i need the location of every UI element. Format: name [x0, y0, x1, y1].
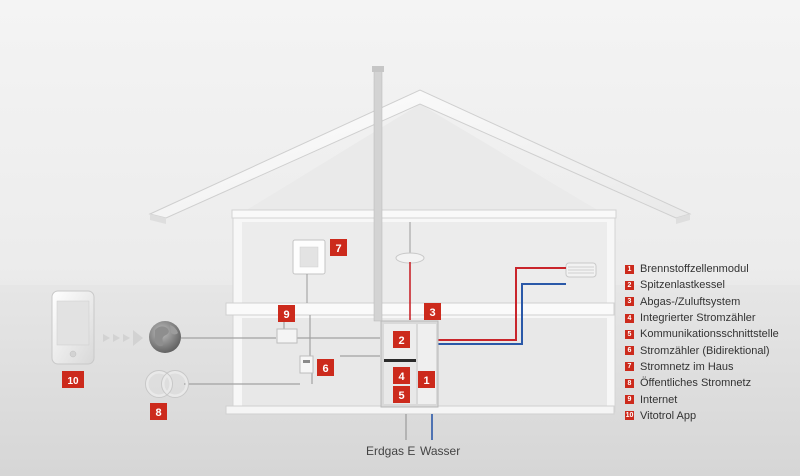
legend-label: Brennstoffzellenmodul: [640, 263, 749, 276]
flue-cap: [372, 66, 384, 72]
legend-label: Spitzenlastkessel: [640, 279, 725, 292]
badge-3: 3: [424, 303, 441, 320]
badge-9: 9: [278, 305, 295, 322]
communication-box: [276, 328, 298, 344]
legend-number: 4: [625, 313, 634, 323]
legend-number: 1: [625, 264, 634, 274]
legend-number: 3: [625, 297, 634, 307]
power-grid-icon: [145, 370, 189, 398]
cabling: [181, 315, 380, 385]
flue-pipe: [373, 67, 383, 322]
legend-number: 5: [625, 329, 634, 339]
legend-label: Kommunikationsschnittstelle: [640, 328, 779, 341]
svg-text:7: 7: [335, 243, 341, 255]
smartphone: [51, 290, 95, 365]
legend-label: Stromnetz im Haus: [640, 360, 734, 373]
svg-text:2: 2: [398, 335, 404, 347]
electricity-meter: [299, 355, 314, 374]
svg-text:1: 1: [423, 375, 429, 387]
badge-6: 6: [317, 359, 334, 376]
radiator: [565, 262, 597, 278]
return-pipe: [420, 283, 566, 345]
room-control-device: [292, 239, 326, 303]
legend-label: Internet: [640, 393, 678, 406]
badge-7: 7: [330, 239, 347, 256]
legend-item: 2 Spitzenlastkessel: [625, 277, 797, 293]
legend: 1 Brennstoffzellenmodul 2 Spitzenlastkessel…: [625, 261, 797, 424]
globe-icon: [149, 321, 181, 353]
power-grid-icon-outline: [145, 370, 189, 398]
legend-item: 4 Integrierter Stromzähler: [625, 310, 797, 326]
legend-item: 5 Kommunikationsschnittstelle: [625, 326, 797, 342]
attic-floor: [231, 209, 617, 219]
legend-item: 6 Stromzähler (Bidirektional): [625, 342, 797, 358]
legend-label: Vitotrol App: [640, 409, 697, 422]
legend-item: 1 Brennstoffzellenmodul: [625, 261, 797, 277]
legend-item: 7 Stromnetz im Haus: [625, 359, 797, 375]
legend-label: Öffentliches Stromnetz: [640, 377, 752, 390]
legend-label: Stromzähler (Bidirektional): [640, 344, 770, 357]
legend-item: 10 Vitotrol App: [625, 408, 797, 424]
svg-text:5: 5: [398, 390, 404, 402]
attic-gable: [240, 104, 604, 214]
legend-number: 10: [625, 411, 634, 421]
svg-text:8: 8: [155, 407, 161, 419]
svg-text:9: 9: [283, 309, 289, 321]
legend-number: 7: [625, 362, 634, 372]
svg-text:6: 6: [322, 363, 328, 375]
legend-item: 8 Öffentliches Stromnetz: [625, 375, 797, 391]
badge-8: 8: [150, 403, 167, 420]
badge-1: 1: [418, 371, 435, 388]
legend-item: 9 Internet: [625, 391, 797, 407]
legend-item: 3 Abgas-/Zuluftsystem: [625, 294, 797, 310]
gas-label: Erdgas E: [366, 444, 416, 458]
legend-label: Integrierter Stromzähler: [640, 312, 756, 325]
legend-label: Abgas-/Zuluftsystem: [640, 295, 741, 308]
hot-water-pipe: [420, 267, 566, 341]
legend-number: 9: [625, 395, 634, 405]
svg-text:4: 4: [398, 371, 405, 383]
svg-text:3: 3: [429, 307, 435, 319]
badge-4: 4: [393, 367, 410, 384]
badge-2: 2: [393, 331, 410, 348]
legend-number: 2: [625, 280, 634, 290]
water-label: Wasser: [420, 444, 461, 458]
legend-number: 6: [625, 346, 634, 356]
badge-10: 10: [62, 371, 84, 388]
arrow-icon: [103, 330, 143, 346]
legend-number: 8: [625, 378, 634, 388]
badge-5: 5: [393, 386, 410, 403]
svg-text:10: 10: [67, 376, 79, 387]
